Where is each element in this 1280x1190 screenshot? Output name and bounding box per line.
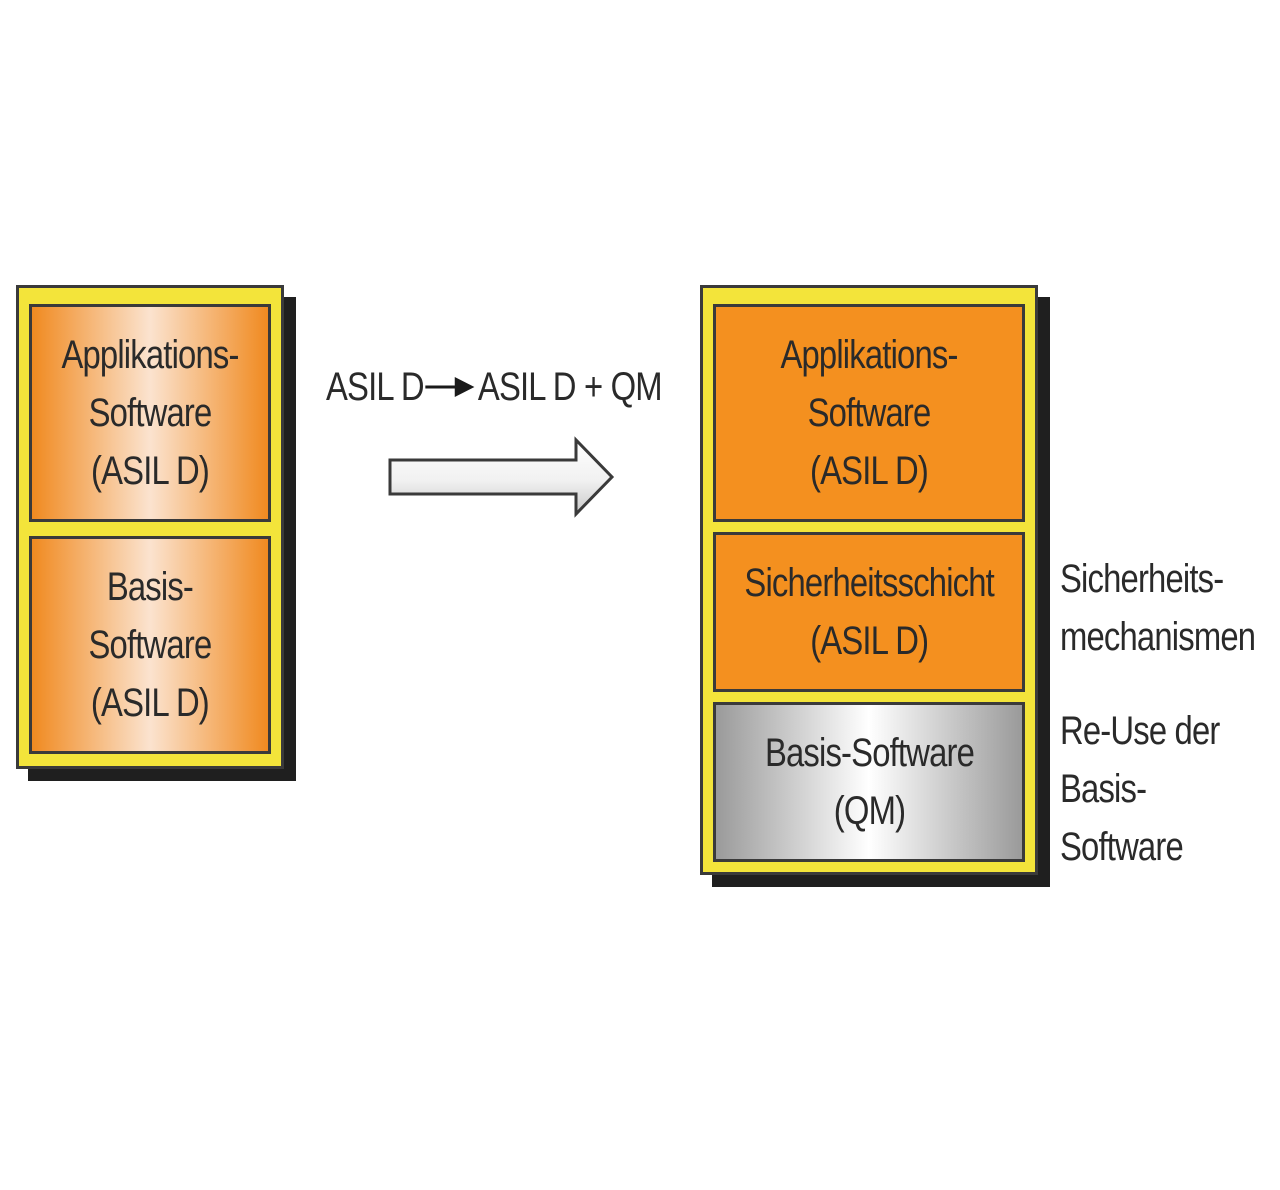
left-basis-software-block: Basis- Software (ASIL D)	[29, 536, 271, 754]
asil-transition-formula: ASIL D ASIL D + QM	[326, 358, 663, 416]
transform-arrow-icon	[388, 436, 615, 518]
basis-qm-line-2: (QM)	[833, 789, 905, 833]
right-application-software-block: Applikations- Software (ASIL D)	[713, 304, 1025, 522]
safety-mechanisms-label: Sicherheits- mechanismen	[1060, 550, 1256, 666]
transition-to: ASIL D + QM	[477, 365, 663, 409]
right-stack: Applikations- Software (ASIL D) Sicherhe…	[700, 285, 1038, 875]
left-basis-line-3: (ASIL D)	[90, 681, 210, 725]
left-application-software-block: Applikations- Software (ASIL D)	[29, 304, 271, 522]
left-stack: Applikations- Software (ASIL D) Basis- S…	[16, 285, 284, 769]
safety-label-line-2: mechanismen	[1060, 615, 1256, 659]
right-app-line-2: Software	[807, 391, 932, 435]
left-app-line-3: (ASIL D)	[90, 449, 210, 493]
left-basis-line-1: Basis-	[106, 565, 194, 609]
transition-from: ASIL D	[326, 365, 425, 409]
left-basis-line-2: Software	[88, 623, 213, 667]
safety-layer-line-2: (ASIL D)	[810, 619, 929, 663]
reuse-basis-software-label: Re-Use der Basis- Software	[1060, 702, 1220, 876]
basis-qm-line-1: Basis-Software	[764, 731, 974, 775]
left-app-line-1: Applikations-	[61, 333, 239, 377]
right-app-line-1: Applikations-	[780, 333, 958, 377]
right-safety-layer-block: Sicherheitsschicht (ASIL D)	[713, 532, 1025, 692]
reuse-label-line-3: Software	[1060, 825, 1184, 869]
right-app-line-3: (ASIL D)	[809, 449, 929, 493]
reuse-label-line-2: Basis-	[1060, 767, 1147, 811]
safety-layer-line-1: Sicherheitsschicht	[744, 561, 994, 605]
safety-label-line-1: Sicherheits-	[1060, 557, 1224, 601]
left-app-line-2: Software	[88, 391, 213, 435]
right-basis-software-qm-block: Basis-Software (QM)	[713, 702, 1025, 862]
small-arrow-icon	[425, 377, 475, 397]
reuse-label-line-1: Re-Use der	[1060, 709, 1220, 753]
